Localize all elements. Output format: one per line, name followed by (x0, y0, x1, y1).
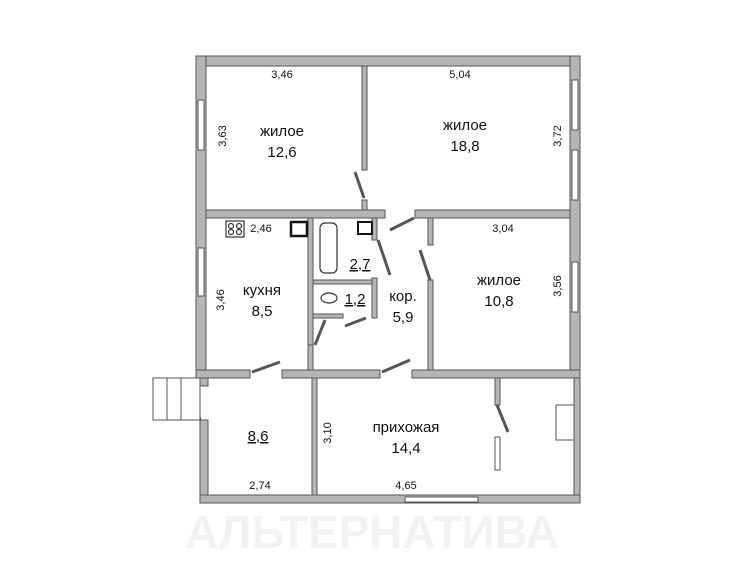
room-text: 3,46 (215, 289, 227, 310)
windows-part (571, 79, 579, 131)
doors-part (418, 249, 432, 281)
walls-part (494, 377, 501, 406)
walls-part (195, 55, 581, 67)
room-text: 3,46 (271, 69, 292, 81)
toilet-icon (320, 292, 338, 304)
walls-part (281, 369, 381, 379)
walls-part (371, 277, 378, 319)
room-text: 5,9 (393, 309, 414, 326)
walls-part (361, 199, 368, 211)
windows (197, 79, 579, 503)
room-text: кухня (243, 282, 281, 299)
doors-part (381, 358, 411, 374)
doors-part (495, 404, 510, 433)
room-text: 4,65 (395, 480, 416, 492)
walls-part (307, 217, 314, 346)
doors-part (353, 171, 366, 199)
room-text: 3,10 (322, 422, 334, 443)
walls-part (573, 377, 581, 504)
room-text: 3,04 (492, 223, 513, 235)
room-text: 2,46 (250, 223, 271, 235)
windows-part (197, 99, 205, 151)
room-text: 1,2 (345, 291, 366, 308)
room-text: 12,6 (267, 144, 296, 161)
walls (195, 55, 581, 504)
walls-part (427, 279, 434, 376)
stairs (152, 377, 201, 421)
room-text: прихожая (373, 419, 440, 436)
room-text: 14,4 (391, 440, 420, 457)
walls-part (199, 494, 581, 504)
room-text: 8,6 (248, 428, 269, 445)
room-labels: жилое 12,6 3,46 3,63 жилое 18,8 5,04 3,7… (215, 69, 564, 492)
walls-part (311, 377, 318, 499)
stove-icon-part (235, 222, 243, 230)
room-text: 3,63 (217, 125, 229, 146)
walls-part (205, 209, 386, 219)
stairs-part (152, 377, 201, 421)
walls-part (427, 217, 434, 246)
bath-sink-icon (357, 221, 373, 235)
stove-icon-part (225, 220, 245, 238)
room-text: 3,72 (552, 125, 564, 146)
room-text: 2,74 (249, 480, 270, 492)
bathtub-icon (319, 222, 338, 274)
walls-part (312, 313, 344, 319)
walls-part (199, 377, 209, 387)
walls-part (312, 279, 374, 285)
stove-icon-part (227, 222, 235, 230)
windows-part (494, 436, 501, 471)
doors-part (376, 239, 392, 276)
room-text: жилое (477, 272, 521, 289)
windows-part (404, 496, 479, 503)
room-text: кор. (389, 288, 417, 305)
room-text: жилое (260, 123, 304, 140)
walls-part (307, 344, 314, 371)
room-text: 8,5 (252, 303, 273, 320)
walls-part (361, 65, 368, 171)
doors-part (251, 360, 281, 374)
room-text: 5,04 (449, 69, 470, 81)
room-text: 2,7 (350, 256, 371, 273)
doors-part (313, 319, 327, 346)
fixtures (225, 220, 373, 304)
watermark: АЛЬТЕРНАТИВА (185, 506, 558, 558)
stove-icon-part (227, 228, 235, 236)
kitchen-sink-icon (289, 220, 309, 238)
walls-part (195, 369, 251, 379)
stove-icon (225, 220, 245, 238)
windows-part (571, 261, 579, 313)
windows-part (571, 149, 579, 201)
room-text: 10,8 (484, 293, 513, 310)
stove-icon-part (235, 228, 243, 236)
doors-part (389, 216, 415, 232)
windows-part (197, 247, 205, 297)
windows-part (555, 404, 575, 441)
room-text: 18,8 (450, 138, 479, 155)
walls-part (199, 419, 209, 504)
doors-part (344, 316, 367, 328)
room-text: 3,56 (552, 275, 564, 296)
room-text: жилое (443, 117, 487, 134)
walls-part (411, 369, 581, 379)
walls-part (414, 209, 571, 219)
